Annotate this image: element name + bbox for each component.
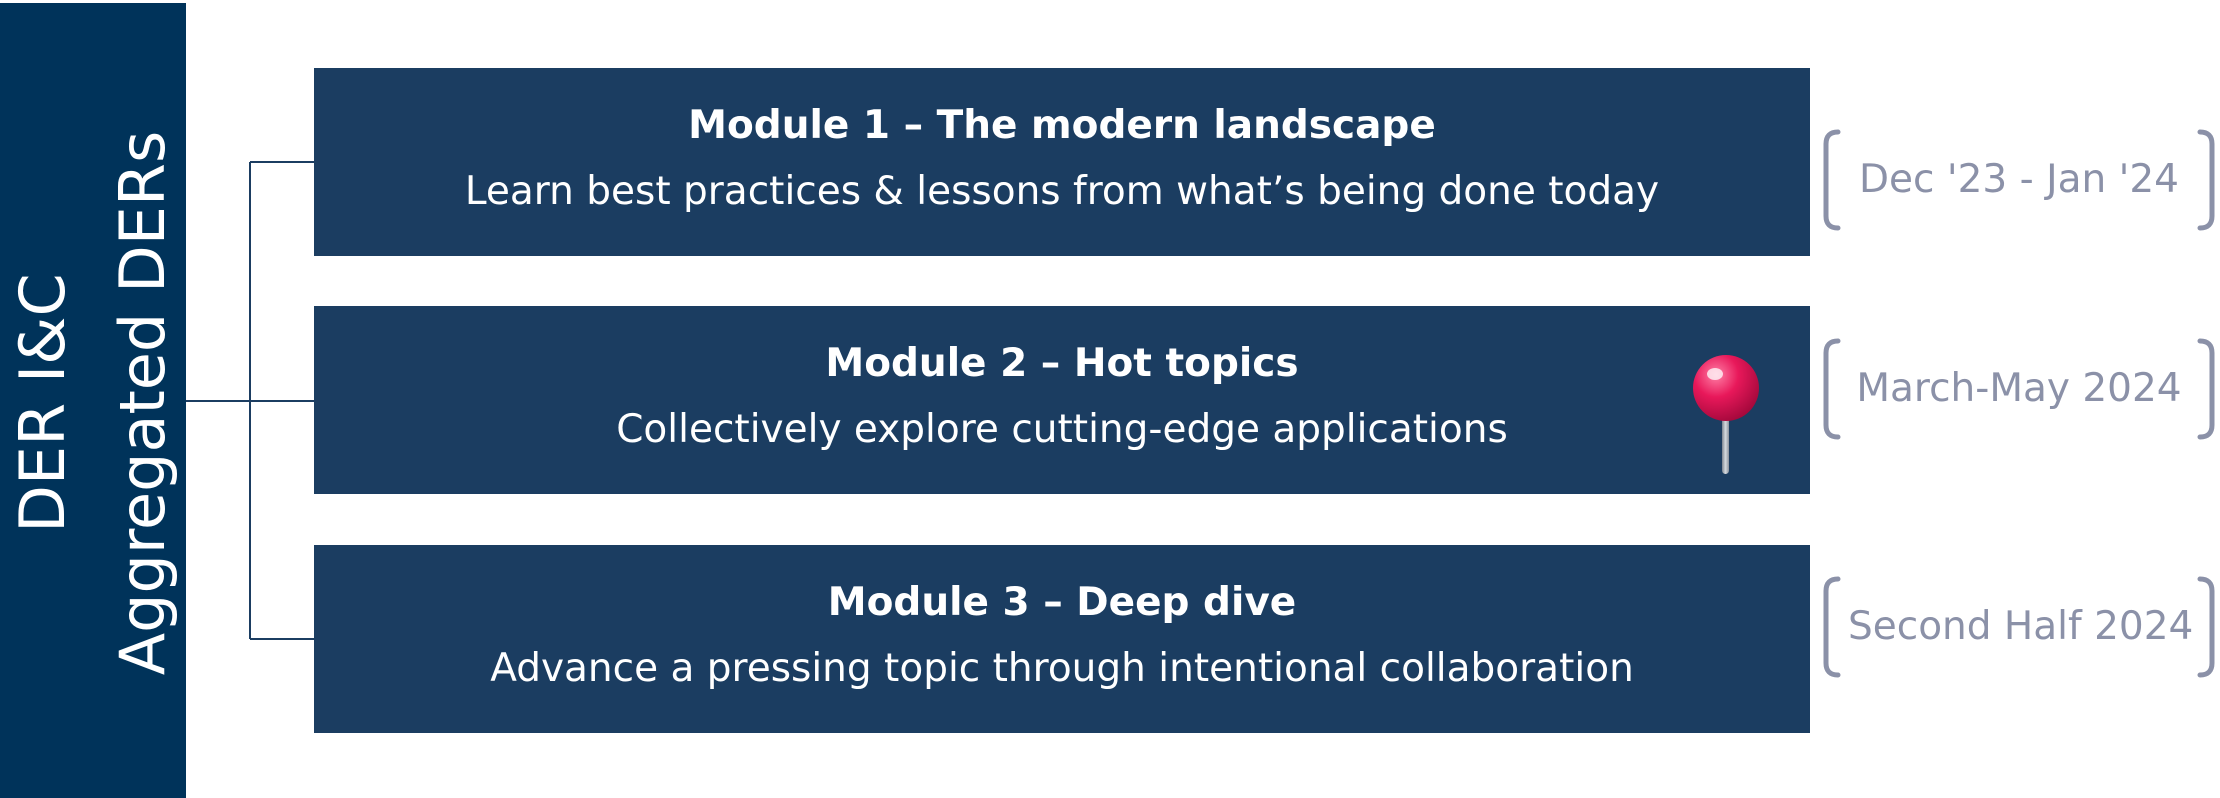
module-2-title: Module 2 – Hot topics bbox=[825, 341, 1299, 386]
module-3-date: Second Half 2024 bbox=[1818, 575, 2220, 679]
date-bracket bbox=[1823, 129, 2215, 231]
module-3-description: Advance a pressing topic through intenti… bbox=[490, 646, 1634, 691]
module-1-title: Module 1 – The modern landscape bbox=[688, 103, 1436, 148]
module-1-date-label: Dec '23 - Jan '24 bbox=[1859, 157, 2179, 202]
module-2-box: Module 2 – Hot topics Collectively explo… bbox=[314, 306, 1810, 494]
sidebar: DER I&C Aggregated DERs bbox=[0, 3, 186, 798]
date-bracket bbox=[1823, 576, 2215, 678]
module-2-date: March-May 2024 bbox=[1818, 337, 2220, 441]
module-1-date: Dec '23 - Jan '24 bbox=[1818, 128, 2220, 232]
module-2-date-label: March-May 2024 bbox=[1856, 366, 2182, 411]
module-3-date-label: Second Half 2024 bbox=[1848, 604, 2194, 649]
tree-connector bbox=[186, 161, 314, 640]
module-3-title: Module 3 – Deep dive bbox=[827, 580, 1297, 625]
date-bracket bbox=[1823, 338, 2215, 440]
module-1-description: Learn best practices & lessons from what… bbox=[464, 169, 1660, 214]
module-3-box: Module 3 – Deep dive Advance a pressing … bbox=[314, 545, 1810, 733]
pushpin-icon bbox=[1693, 355, 1759, 474]
module-2-description: Collectively explore cutting-edge applic… bbox=[616, 407, 1508, 452]
module-1-box: Module 1 – The modern landscape Learn be… bbox=[314, 68, 1810, 256]
